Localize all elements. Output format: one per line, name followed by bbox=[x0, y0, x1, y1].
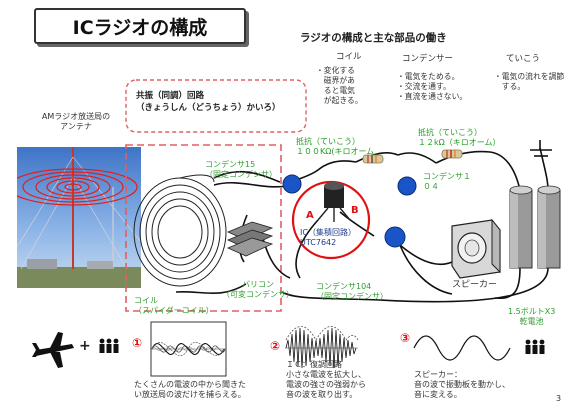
speaker bbox=[451, 218, 501, 279]
resistor-100k bbox=[362, 154, 384, 164]
resistor-bullet: する。 bbox=[494, 82, 526, 91]
step-2-caption-line: 小さな電波を拡大し、 bbox=[286, 370, 366, 379]
condenser-104-b bbox=[384, 226, 406, 248]
step-2-caption-line: 電波の強さの強弱から bbox=[286, 380, 366, 389]
step-3-caption-line: 音に変える。 bbox=[414, 390, 462, 399]
step-3-caption-line: 音の波で振動板を動かし、 bbox=[414, 380, 510, 389]
antenna-label: AMラジオ放送局の アンテナ bbox=[36, 112, 116, 132]
coil-bullet: 磁界があ bbox=[316, 76, 355, 85]
condenser-104-a-label: コンデンサ１ ０４ bbox=[423, 172, 471, 192]
varicon-label: バリコン （可変コンデンサ） bbox=[222, 280, 294, 300]
batteries bbox=[509, 185, 561, 269]
resistor-100k-label-line: 抵抗（ていこう） bbox=[296, 137, 360, 146]
condenser-15-label: コンデンサ15 （固定コンデンサ） bbox=[205, 160, 277, 180]
coil-bullet: ると電気 bbox=[316, 86, 355, 95]
ic-component bbox=[317, 182, 351, 222]
resistor-bullets: ・電気の流れを調節 する。 bbox=[494, 72, 564, 92]
condenser-104-a-label-line: ０４ bbox=[423, 182, 439, 191]
resistor-bullet: ・電気の流れを調節 bbox=[494, 72, 565, 81]
wave-panel-1 bbox=[150, 321, 227, 377]
people-icon bbox=[99, 338, 119, 353]
resistor-100k-label-line: １００KΩ(キロオーム bbox=[296, 147, 375, 156]
condenser-bullet: ・電気をためる。 bbox=[397, 72, 460, 81]
page-number: 3 bbox=[556, 394, 562, 403]
ground-symbol bbox=[530, 140, 552, 157]
varicon-label-line: （可変コンデンサ） bbox=[222, 290, 294, 299]
step-2-caption-line: 音の波を取り出す。 bbox=[286, 390, 358, 399]
speaker-label: スピーカー bbox=[452, 280, 498, 290]
resistor-12k bbox=[441, 149, 463, 159]
coil-label-line: コイル bbox=[134, 296, 158, 305]
condenser-15-label-line: コンデンサ15 bbox=[205, 160, 256, 169]
spider-coil bbox=[133, 174, 227, 287]
step-1-caption-line: たくさんの電波の中から聞きた bbox=[134, 380, 246, 389]
condenser-bullet: ・交流を通す。 bbox=[397, 82, 451, 91]
coil-bullet: が起きる。 bbox=[316, 96, 363, 105]
page-title: ICラジオの構成 bbox=[34, 8, 246, 44]
coil-header: コイル bbox=[336, 52, 362, 62]
coil-label: コイル （スパイダーコイル） bbox=[134, 296, 214, 316]
resistor-100k-label: 抵抗（ていこう） １００KΩ(キロオーム bbox=[296, 137, 374, 157]
condenser-15-label-line: （固定コンデンサ） bbox=[205, 170, 277, 179]
resonance-circuit-reading: （きょうしん（どうちょう）かいろ） bbox=[136, 103, 281, 113]
wave-panel-3 bbox=[413, 335, 511, 361]
condenser-header: コンデンサー bbox=[402, 54, 454, 64]
step-3-caption-line: スピーカー： bbox=[414, 370, 462, 379]
condenser-bullet: ・直流を通さない。 bbox=[397, 92, 468, 101]
callout-box bbox=[125, 79, 307, 133]
step-3-number: ③ bbox=[400, 331, 411, 345]
step-3-caption: スピーカー： 音の波で振動板を動かし、 音に変える。 bbox=[414, 370, 510, 400]
resistor-12k-label-line: １２kΩ（キロオーム） bbox=[418, 138, 501, 147]
airplane-icon bbox=[32, 332, 74, 368]
resistor-12k-label: 抵抗（ていこう） １２kΩ（キロオーム） bbox=[418, 128, 501, 148]
condenser-104-b-label-line: （固定コンデンサ） bbox=[316, 292, 388, 301]
step-2-caption-line: ＩＣ：復調回路 bbox=[286, 360, 342, 369]
step-2-number: ② bbox=[270, 339, 281, 353]
varicon bbox=[226, 221, 274, 257]
antenna-label-line: アンテナ bbox=[60, 122, 92, 131]
antenna-label-line: AMラジオ放送局の bbox=[41, 112, 111, 121]
condenser-bullets: ・電気をためる。 ・交流を通す。 ・直流を通さない。 bbox=[397, 72, 467, 102]
condenser-104-a-label-line: コンデンサ１ bbox=[423, 172, 471, 181]
ic-label: IC（集積回路） UTC7642 bbox=[300, 228, 356, 248]
step-1-caption-line: い放送局の波だけを捕らえる。 bbox=[134, 390, 246, 399]
varicon-label-line: バリコン bbox=[242, 280, 274, 289]
condenser-104-b-label: コンデンサ104 （固定コンデンサ） bbox=[316, 282, 388, 302]
condenser-104-a bbox=[397, 176, 417, 196]
coil-bullet: ・変化する bbox=[316, 66, 355, 75]
battery-label-line: 乾電池 bbox=[519, 317, 544, 326]
coil-label-line: （スパイダーコイル） bbox=[134, 306, 214, 315]
resistor-header: ていこう bbox=[506, 54, 541, 64]
battery-label-line: 1.5ボルトX3 bbox=[508, 307, 556, 316]
resonance-circuit-label: 共振（同調）回路 （きょうしん（どうちょう）かいろ） bbox=[136, 90, 281, 114]
section-subtitle: ラジオの構成と主な部品の働き bbox=[300, 32, 447, 44]
resonance-circuit-box bbox=[125, 144, 282, 312]
people-icon-right bbox=[525, 339, 545, 354]
step-1-number: ① bbox=[132, 336, 143, 350]
ic-pin-a-label: A bbox=[306, 210, 314, 221]
coil-bullets: ・変化する 磁界があ ると電気 が起きる。 bbox=[316, 66, 363, 106]
ic-pin-b-label: B bbox=[351, 205, 359, 216]
wave-panel-2 bbox=[285, 326, 359, 369]
ic-highlight-circle bbox=[291, 180, 371, 260]
step-1-caption: たくさんの電波の中から聞きた い放送局の波だけを捕らえる。 bbox=[134, 380, 246, 400]
resistor-12k-label-line: 抵抗（ていこう） bbox=[418, 128, 482, 137]
condenser-104-b-label-line: コンデンサ104 bbox=[316, 282, 372, 291]
battery-label: 1.5ボルトX3 乾電池 bbox=[508, 307, 555, 327]
resonance-circuit-title: 共振（同調）回路 bbox=[136, 91, 205, 101]
antenna-photo bbox=[17, 147, 141, 288]
condenser-15 bbox=[282, 174, 302, 194]
ic-label-line: IC（集積回路） bbox=[300, 228, 356, 237]
step-2-caption: ＩＣ：復調回路 小さな電波を拡大し、 電波の強さの強弱から 音の波を取り出す。 bbox=[286, 360, 366, 400]
ic-label-line: UTC7642 bbox=[300, 238, 337, 247]
plus-sign: + bbox=[79, 338, 91, 354]
